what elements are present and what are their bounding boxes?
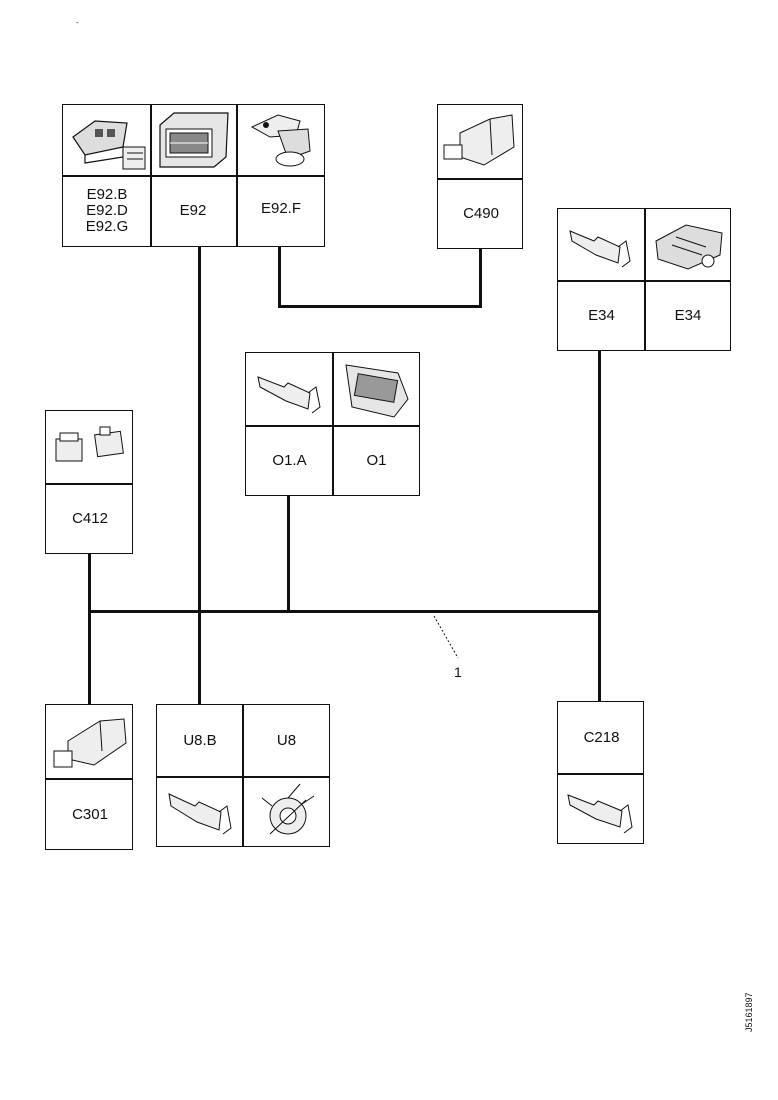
connector-housing-icon (48, 707, 132, 777)
connector-o1-group[interactable]: O1.A O1 (245, 352, 420, 496)
c301-label: C301 (72, 805, 108, 823)
reference-number: J5161897 (744, 992, 754, 1032)
connector-housing-icon (48, 413, 132, 482)
c490-label: C490 (463, 205, 499, 222)
terminal-pin-icon (248, 355, 331, 424)
c490-wire (479, 248, 482, 307)
connector-c218[interactable]: C218 (557, 701, 644, 844)
callout-number: 1 (454, 664, 462, 680)
connector-e34-group[interactable]: E34 E34 (557, 208, 731, 351)
multi-pin-connector-icon (646, 211, 730, 279)
e92-mid-label: E92 (179, 202, 207, 219)
sensor-icon (238, 107, 324, 173)
connector-housing-icon (440, 107, 522, 177)
main-trunk-wire (88, 610, 601, 613)
connector-c490[interactable]: C490 (437, 104, 523, 249)
e34-wire (598, 350, 601, 704)
connector-u8-group[interactable]: U8.B U8 (156, 704, 330, 847)
o1-wire (287, 494, 290, 612)
c412-label: C412 (72, 510, 108, 527)
u8-left-label: U8.B (183, 732, 217, 749)
e92-right-label: E92.F (260, 200, 302, 217)
multi-pin-connector-icon (334, 355, 419, 424)
e92-wire (198, 246, 201, 704)
u8-right-label: U8 (276, 732, 297, 749)
c412-wire (88, 552, 91, 706)
o1-right-label: O1 (366, 452, 387, 469)
e34-right-label: E34 (674, 307, 702, 324)
e92f-wire (278, 246, 281, 307)
connector-c301[interactable]: C301 (45, 704, 133, 850)
o1-left-label: O1.A (272, 452, 307, 469)
e34-left-label: E34 (588, 307, 615, 324)
e92-left-label: E92.B E92.D E92.G (85, 186, 129, 235)
connector-e92-group[interactable]: E92.B E92.D E92.G E92 E92.F (62, 104, 325, 247)
c218-label: C218 (583, 729, 620, 746)
top-mark: - (76, 18, 79, 27)
sensor-icon (244, 778, 329, 846)
e92f-c490-link-wire (278, 305, 482, 308)
terminal-pin-icon (560, 211, 643, 279)
connector-housing-icon (65, 107, 149, 173)
connector-c412[interactable]: C412 (45, 410, 133, 554)
terminal-pin-icon (159, 778, 241, 846)
terminal-pin-icon (560, 775, 643, 843)
multi-pin-connector-icon (152, 107, 234, 173)
